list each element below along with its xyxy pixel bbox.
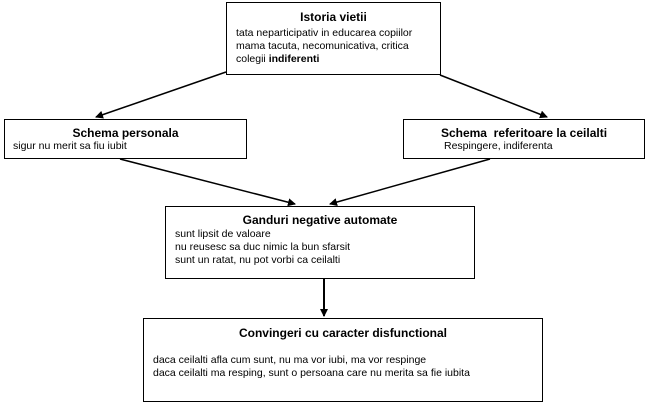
arrow-others-to-negative	[329, 158, 491, 206]
history-title: Istoria vietii	[300, 10, 367, 24]
beliefs-box: Convingeri cu caracter disfunctional dac…	[143, 318, 543, 402]
negative-thoughts-line-3: sunt un ratat, nu pot vorbi ca ceilalti	[175, 254, 341, 266]
negative-thoughts-title: Ganduri negative automate	[242, 213, 398, 227]
negative-thoughts-line-2: nu reusesc sa duc nimic la bun sfarsit	[175, 241, 351, 253]
personal-schema-line-1: sigur nu merit sa fiu iubit	[13, 140, 127, 152]
history-box: Istoria vietii tata neparticipativ in ed…	[226, 2, 441, 75]
negative-thoughts-box: Ganduri negative automate sunt lipsit de…	[165, 206, 475, 279]
beliefs-line-2: daca ceilalti ma resping, sunt o persoan…	[153, 367, 470, 379]
others-schema-title: Schema referitoare la ceilalti	[440, 126, 608, 140]
arrow-history-to-personal	[95, 71, 227, 119]
arrow-personal-to-negative	[119, 158, 296, 207]
history-line-3-prefix: colegii	[236, 53, 269, 65]
others-schema-box: Schema referitoare la ceilalti Respinger…	[403, 119, 645, 159]
personal-schema-title: Schema personala	[72, 126, 179, 140]
history-line-3: colegii indiferenti	[236, 53, 440, 66]
history-line-2: mama tacuta, necomunicativa, critica	[236, 40, 409, 52]
history-line-1: tata neparticipativ in educarea copiilor	[236, 27, 413, 39]
beliefs-title: Convingeri cu caracter disfunctional	[238, 326, 448, 340]
beliefs-line-1: daca ceilalti afla cum sunt, nu ma vor i…	[153, 354, 427, 366]
history-line-3-bold: indiferenti	[268, 53, 320, 65]
personal-schema-box: Schema personala sigur nu merit sa fiu i…	[4, 119, 247, 159]
arrow-history-to-others	[439, 74, 548, 119]
negative-thoughts-line-1: sunt lipsit de valoare	[175, 228, 271, 240]
others-schema-line-1: Respingere, indiferenta	[444, 140, 553, 152]
